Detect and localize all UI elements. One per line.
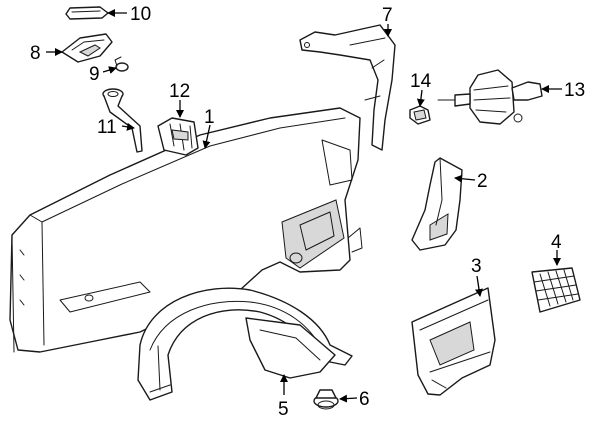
callout-14: 14 (410, 71, 432, 92)
leader-3 (475, 275, 483, 297)
fuel-door-part (65, 6, 109, 20)
callout-8: 8 (30, 43, 41, 64)
actuator-part (437, 69, 543, 125)
quarter-panel-part (9, 107, 363, 353)
callout-13: 13 (564, 80, 585, 101)
bracket-part (157, 117, 199, 156)
callout-6: 6 (359, 389, 370, 410)
leader-1 (202, 124, 211, 149)
leader-6 (339, 394, 358, 403)
bushing-part (409, 105, 431, 125)
clip-part (313, 389, 339, 410)
fuel-door-housing-part (61, 33, 113, 63)
leader-11 (121, 122, 135, 131)
leader-lines (46, 9, 562, 403)
splash-shield-part (411, 157, 463, 251)
bumper-part (114, 56, 129, 72)
callout-9: 9 (89, 64, 100, 85)
filler-neck-part (102, 88, 143, 153)
callout-10: 10 (130, 4, 151, 25)
leader-14 (416, 89, 425, 107)
callout-7: 7 (382, 5, 393, 26)
brace-part (299, 24, 396, 151)
callout-11: 11 (97, 117, 117, 138)
fuel-pocket-panel-part (411, 287, 496, 396)
leader-2 (454, 174, 476, 183)
wheelhouse-liner-part (137, 287, 353, 401)
leader-9 (102, 66, 117, 74)
callout-2: 2 (477, 171, 488, 192)
callout-5: 5 (278, 399, 289, 420)
callout-4: 4 (551, 232, 562, 253)
callout-3: 3 (471, 256, 482, 277)
callout-labels: 1 2 3 4 5 6 7 8 9 10 11 12 13 14 (30, 4, 585, 420)
callout-1: 1 (204, 107, 215, 128)
callout-12: 12 (169, 81, 190, 102)
vent-grille-part (531, 267, 581, 313)
